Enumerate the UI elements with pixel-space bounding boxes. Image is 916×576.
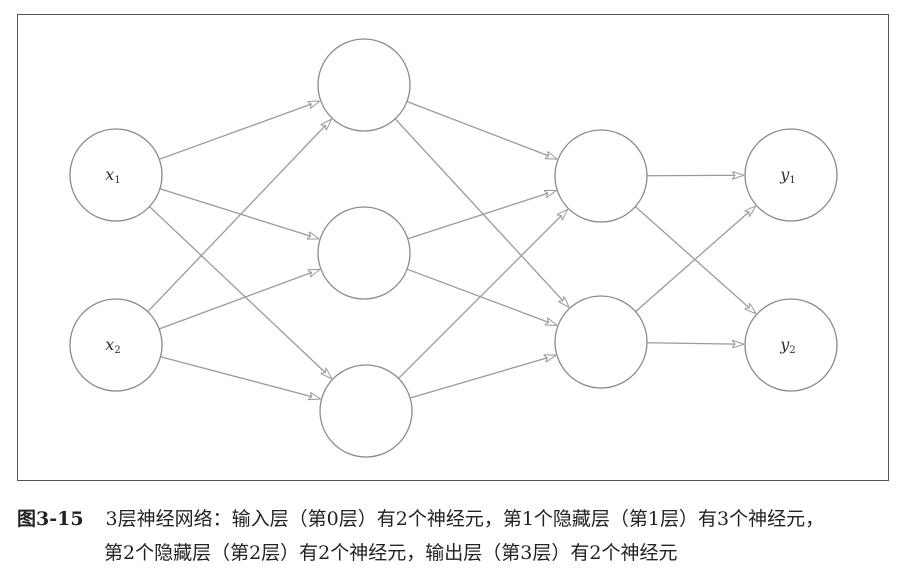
edge-arrow-l0n0-to-l1n1 — [159, 188, 319, 239]
neuron-circle — [317, 206, 411, 300]
caption-text-1: 3层神经网络：输入层（第0层）有2个神经元，第1个隐藏层（第1层）有3个神经元， — [105, 508, 825, 530]
input-neuron-2: x2 — [69, 298, 163, 392]
neural-network-diagram: x1 x2 y1 y2 — [69, 38, 838, 458]
edge-arrow-l1n0-to-l2n1 — [394, 118, 569, 308]
edge-arrow-l0n1-to-l1n0 — [147, 119, 332, 313]
edge-arrow-l0n1-to-l1n1 — [158, 268, 320, 330]
input-neuron-1: x1 — [69, 128, 163, 222]
hidden2-neuron-2 — [554, 295, 648, 389]
edge-arrow-l2n1-to-l3n1 — [646, 343, 744, 345]
edge-arrow-l2n1-to-l3n0 — [635, 206, 756, 313]
neuron-circle — [554, 129, 648, 223]
output-neuron-2: y2 — [744, 298, 838, 392]
neuron-circle — [319, 364, 413, 458]
edge-arrow-l1n0-to-l2n0 — [406, 100, 557, 160]
neuron-circle — [554, 295, 648, 389]
edge-arrow-l2n0-to-l3n1 — [634, 206, 756, 314]
hidden1-neuron-1 — [317, 38, 411, 132]
output-neuron-1: y1 — [744, 128, 838, 222]
edge-arrow-l1n1-to-l2n1 — [406, 268, 557, 327]
neuron-circle — [69, 298, 163, 392]
hidden2-neuron-1 — [554, 129, 648, 223]
edge-arrow-l1n2-to-l2n0 — [398, 209, 568, 379]
edge-arrow-l1n2-to-l2n1 — [409, 355, 556, 399]
neuron-circle — [69, 128, 163, 222]
edge-arrow-l0n0-to-l1n0 — [159, 100, 320, 160]
neuron-circle — [317, 38, 411, 132]
edge-arrow-l1n1-to-l2n0 — [407, 189, 557, 240]
edge-arrow-l0n1-to-l1n2 — [160, 356, 320, 399]
figure-number: 图3-15 — [17, 508, 84, 530]
caption-line-1: 图3-15 3层神经网络：输入层（第0层）有2个神经元，第1个隐藏层（第1层）有3… — [17, 504, 824, 531]
neuron-circle — [744, 298, 838, 392]
edge-arrow-l0n0-to-l1n2 — [149, 206, 331, 379]
diagram-frame — [17, 14, 889, 481]
caption-line-2: 第2个隐藏层（第2层）有2个神经元，输出层（第3层）有2个神经元 — [104, 542, 678, 564]
edge-arrow-l2n0-to-l3n0 — [646, 175, 744, 176]
hidden1-neuron-2 — [317, 206, 411, 300]
hidden1-neuron-3 — [319, 364, 413, 458]
neuron-circle — [744, 128, 838, 222]
